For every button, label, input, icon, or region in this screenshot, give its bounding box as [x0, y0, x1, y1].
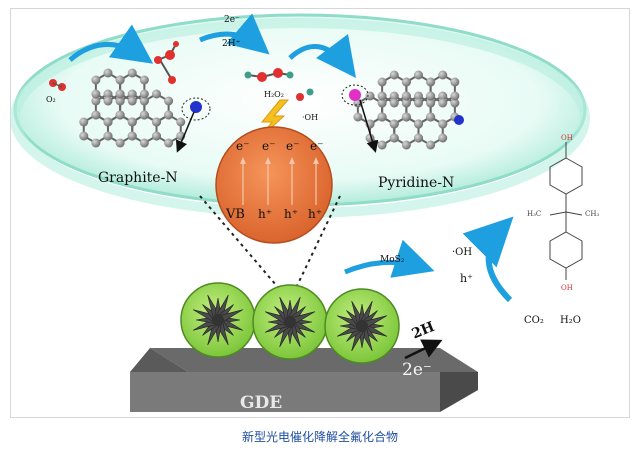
pyridine-n-label: Pyridine-N: [378, 175, 454, 191]
gde-label: GDE: [240, 393, 282, 413]
adsorbed-oxygen: [154, 41, 179, 84]
h2o2-molecule: [244, 68, 294, 82]
co2-label: CO₂: [524, 315, 544, 326]
oh-top-label: OH: [561, 134, 573, 142]
o2-label: O₂: [46, 95, 56, 104]
vb-hole-3: h⁺: [308, 207, 322, 221]
mos2-label: MoS₂: [380, 255, 405, 265]
h2o-label: H₂O: [560, 315, 581, 326]
h-plus-label: h⁺: [460, 272, 473, 285]
electrons-top-label: 2e⁻: [224, 15, 240, 25]
hydroxyl-radical: [296, 88, 314, 101]
two-h-label: 2H: [410, 319, 437, 342]
cb-electron-3: e⁻: [286, 139, 299, 153]
ch3-label: CH₃: [585, 210, 599, 218]
arrow-electron-transfer: [199, 13, 270, 55]
h2o2-label: H₂O₂: [264, 90, 284, 99]
cb-electron-1: e⁻: [236, 139, 249, 153]
graphite-n-label: Graphite-N: [98, 170, 178, 186]
oh-bottom-label: OH: [561, 284, 573, 292]
cb-electron-4: e⁻: [310, 139, 323, 153]
arrow-degradation: [462, 216, 514, 303]
semiconductor-sphere: [215, 126, 333, 244]
vb-hole-1: h⁺: [258, 207, 272, 221]
h3c-label: H₃C: [527, 210, 541, 218]
arrow-mos2-oh: [344, 239, 435, 278]
oh-left-label: ·OH: [302, 113, 318, 122]
excitation-arrows: [240, 157, 319, 205]
protons-top-label: 2H⁺: [222, 39, 241, 49]
hydrogen-arrow: [404, 339, 443, 360]
cb-electron-2: e⁻: [262, 139, 275, 153]
catalyst-spheres: [180, 282, 400, 364]
figure-caption: 新型光电催化降解全氟化合物: [241, 430, 398, 444]
vb-hole-2: h⁺: [284, 207, 298, 221]
two-e-label: 2e⁻: [402, 360, 432, 380]
arrow-o2-adsorb: [68, 24, 154, 64]
oh-right-label: ·OH: [452, 247, 472, 258]
pollutant-structure: [549, 142, 583, 280]
pyridine-n-molecule: [341, 70, 464, 153]
vb-label: VB: [225, 207, 245, 222]
graphite-n-molecule: [79, 68, 211, 153]
gde-front-face: [130, 372, 440, 412]
arrow-h2o2-to-pyridine: [288, 34, 357, 78]
oxygen-molecule: [49, 79, 66, 91]
